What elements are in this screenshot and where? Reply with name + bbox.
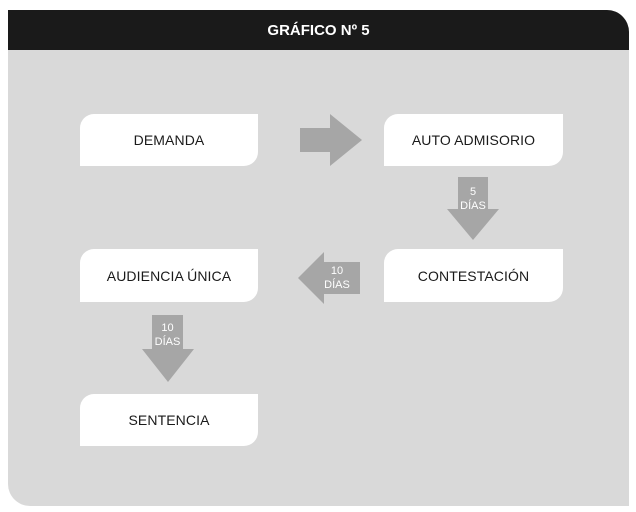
- arrow-right-icon: [300, 114, 362, 166]
- diagram-title: GRÁFICO Nº 5: [8, 10, 629, 50]
- arrow-label-10-dias: 10 DÍAS: [154, 322, 181, 348]
- arrow-label-10-dias: 10 DÍAS: [324, 265, 350, 291]
- node-auto-admisorio: AUTO ADMISORIO: [384, 114, 563, 166]
- arrow-label-5-dias: 5 DÍAS: [460, 186, 486, 212]
- arrow-down-icon: 5 DÍAS: [447, 177, 499, 240]
- node-demanda: DEMANDA: [80, 114, 258, 166]
- arrow-down-icon: 10 DÍAS: [142, 315, 194, 382]
- node-audiencia-unica: AUDIENCIA ÚNICA: [80, 249, 258, 302]
- diagram-panel: GRÁFICO Nº 5 DEMANDA AUTO ADMISORIO CONT…: [8, 10, 629, 506]
- node-sentencia: SENTENCIA: [80, 394, 258, 446]
- arrow-left-icon: 10 DÍAS: [298, 252, 360, 304]
- node-contestacion: CONTESTACIÓN: [384, 249, 563, 302]
